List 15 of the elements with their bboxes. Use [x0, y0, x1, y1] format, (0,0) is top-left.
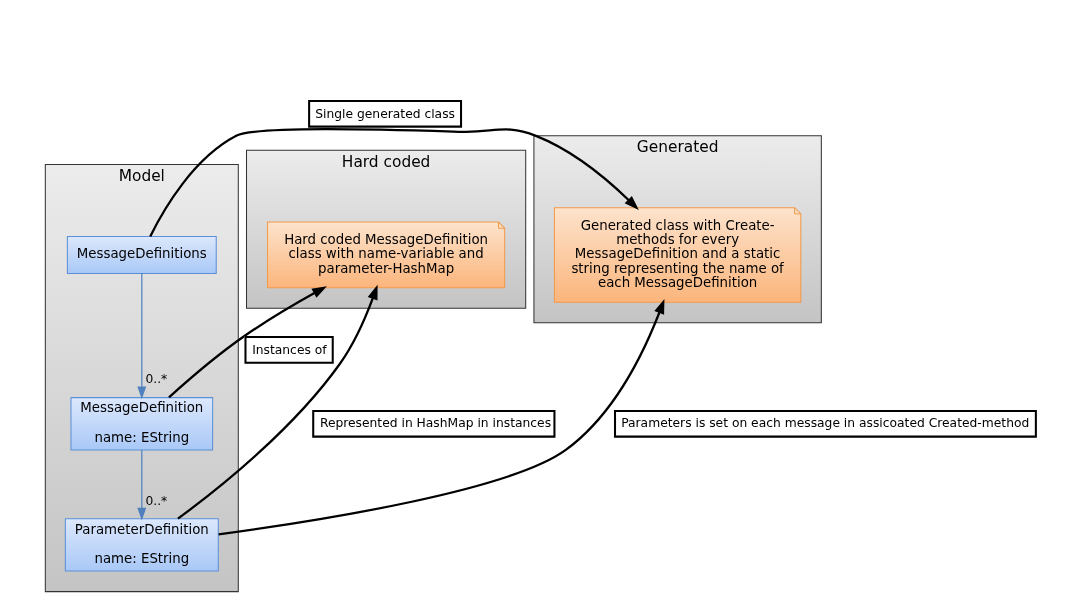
arrow	[137, 449, 147, 521]
edge-label: Parameters is set on each message in assicoated Created-method	[621, 416, 1030, 431]
arrow	[177, 284, 378, 520]
arrow	[149, 128, 639, 237]
edge-label: 0..*	[145, 493, 168, 508]
node-box: MessageDefinitions	[66, 235, 217, 274]
edge-label: Represented in HashMap in instances	[319, 416, 552, 431]
arrow	[168, 286, 327, 399]
edge-label: Single generated class	[315, 106, 455, 121]
arrow	[137, 272, 147, 400]
arrow	[218, 299, 665, 536]
edge-label: Instances of	[252, 342, 327, 357]
edge-label: 0..*	[145, 372, 168, 387]
node-box: MessageDefinition name: EString	[70, 397, 214, 451]
node-box: ParameterDefinition name: EString	[64, 518, 219, 572]
